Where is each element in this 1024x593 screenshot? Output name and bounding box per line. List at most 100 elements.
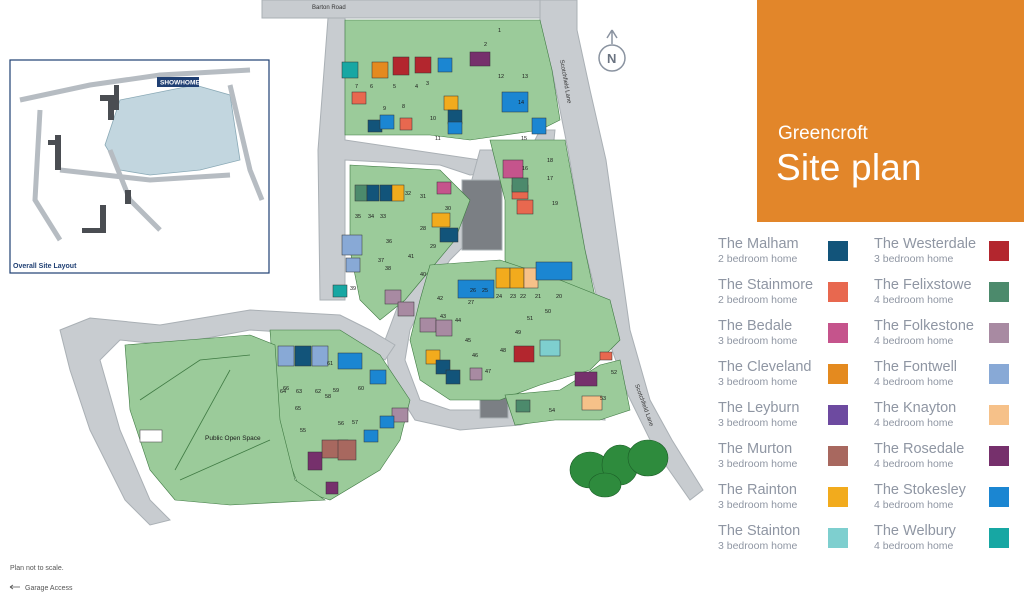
legend-bedrooms: 4 bedroom home	[874, 417, 954, 429]
plot-number: 35	[355, 214, 361, 220]
north-arrow-icon	[606, 29, 618, 44]
plot-number: 7	[355, 84, 358, 90]
plot-number: 45	[465, 338, 471, 344]
legend-bedrooms: 2 bedroom home	[718, 294, 798, 306]
legend-house-name: The Folkestone	[874, 318, 974, 334]
legend-swatch	[989, 364, 1009, 384]
plot-number: 36	[386, 239, 392, 245]
legend-house-name: The Stainton	[718, 523, 801, 539]
plot-number: 5	[393, 84, 396, 90]
legend-house-name: The Bedale	[718, 318, 793, 334]
legend-swatch	[989, 282, 1009, 302]
house-plot	[345, 257, 361, 273]
legend-house-name: The Leyburn	[718, 400, 800, 416]
plot-number: 64	[280, 389, 286, 395]
house-plot	[515, 399, 531, 413]
plot-number: 29	[430, 244, 436, 250]
legend-bedrooms: 3 bedroom home	[718, 458, 798, 470]
footpaths	[139, 354, 271, 481]
showhomes-label: SHOWHOMES	[160, 80, 205, 87]
plot-number: 23	[510, 294, 516, 300]
plot-number: 21	[535, 294, 541, 300]
showhomes-badge	[157, 77, 199, 87]
house-plot	[495, 267, 511, 289]
plot-number: 58	[325, 394, 331, 400]
plot-number: 30	[445, 206, 451, 212]
plot-number: 44	[455, 318, 461, 324]
public-open-space	[124, 334, 326, 506]
house-plot	[435, 319, 453, 337]
legend-house-name: The Rosedale	[874, 441, 965, 457]
inset-caption: Overall Site Layout	[13, 263, 77, 270]
plot-number: 8	[402, 104, 405, 110]
plot-number: 22	[520, 294, 526, 300]
house-plot	[419, 317, 437, 333]
house-plot	[311, 345, 329, 367]
house-plot	[539, 339, 561, 357]
house-plot	[399, 117, 413, 131]
house-plot	[325, 481, 339, 495]
legend-swatch	[989, 323, 1009, 343]
scotchfield-lane-road	[539, 0, 704, 501]
house-plot	[516, 199, 534, 215]
plot-number: 27	[468, 300, 474, 306]
plot-number: 59	[333, 388, 339, 394]
house-plot	[384, 289, 402, 305]
legend-swatch	[989, 241, 1009, 261]
plot-number: 43	[440, 314, 446, 320]
house-plot	[535, 261, 573, 281]
legend-swatch	[828, 487, 848, 507]
plot-number: 20	[556, 294, 562, 300]
legend-swatch	[828, 528, 848, 548]
plot-number: 12	[498, 74, 504, 80]
legend-swatch	[828, 282, 848, 302]
plot-number: 41	[408, 254, 414, 260]
plot-number: 53	[600, 396, 606, 402]
legend-swatch	[828, 405, 848, 425]
plot-number: 61	[327, 361, 333, 367]
plot-number: 47	[485, 369, 491, 375]
plot-number: 33	[380, 214, 386, 220]
plot-number: 60	[358, 386, 364, 392]
legend-bedrooms: 4 bedroom home	[874, 540, 954, 552]
house-plot	[511, 177, 529, 193]
garage-note: Garage Access	[25, 585, 73, 592]
house-plot	[447, 121, 463, 135]
garage-access-icon	[9, 584, 20, 590]
legend-bedrooms: 4 bedroom home	[874, 458, 954, 470]
plot-number: 52	[611, 370, 617, 376]
plot-number: 66	[283, 386, 289, 392]
house-plot	[469, 367, 483, 381]
house-plot	[443, 95, 459, 111]
plot-number: 15	[521, 136, 527, 142]
plot-number: 49	[515, 330, 521, 336]
plot-number: 57	[352, 420, 358, 426]
plot-number: 6	[370, 84, 373, 90]
plot-number: 38	[385, 266, 391, 272]
legend-swatch	[828, 446, 848, 466]
plot-number: 10	[430, 116, 436, 122]
plot-number: 62	[315, 389, 321, 395]
compass-icon	[598, 44, 626, 72]
house-plot	[391, 184, 405, 202]
plot-number: 55	[300, 428, 306, 434]
legend-bedrooms: 2 bedroom home	[718, 253, 798, 265]
house-plot	[501, 91, 529, 113]
house-plot	[341, 234, 363, 256]
legend-swatch	[989, 405, 1009, 425]
plot-number: 19	[552, 201, 558, 207]
legend-bedrooms: 4 bedroom home	[874, 376, 954, 388]
plot-number: 48	[500, 348, 506, 354]
house-plot	[581, 395, 603, 411]
legend-house-name: The Malham	[718, 236, 799, 252]
